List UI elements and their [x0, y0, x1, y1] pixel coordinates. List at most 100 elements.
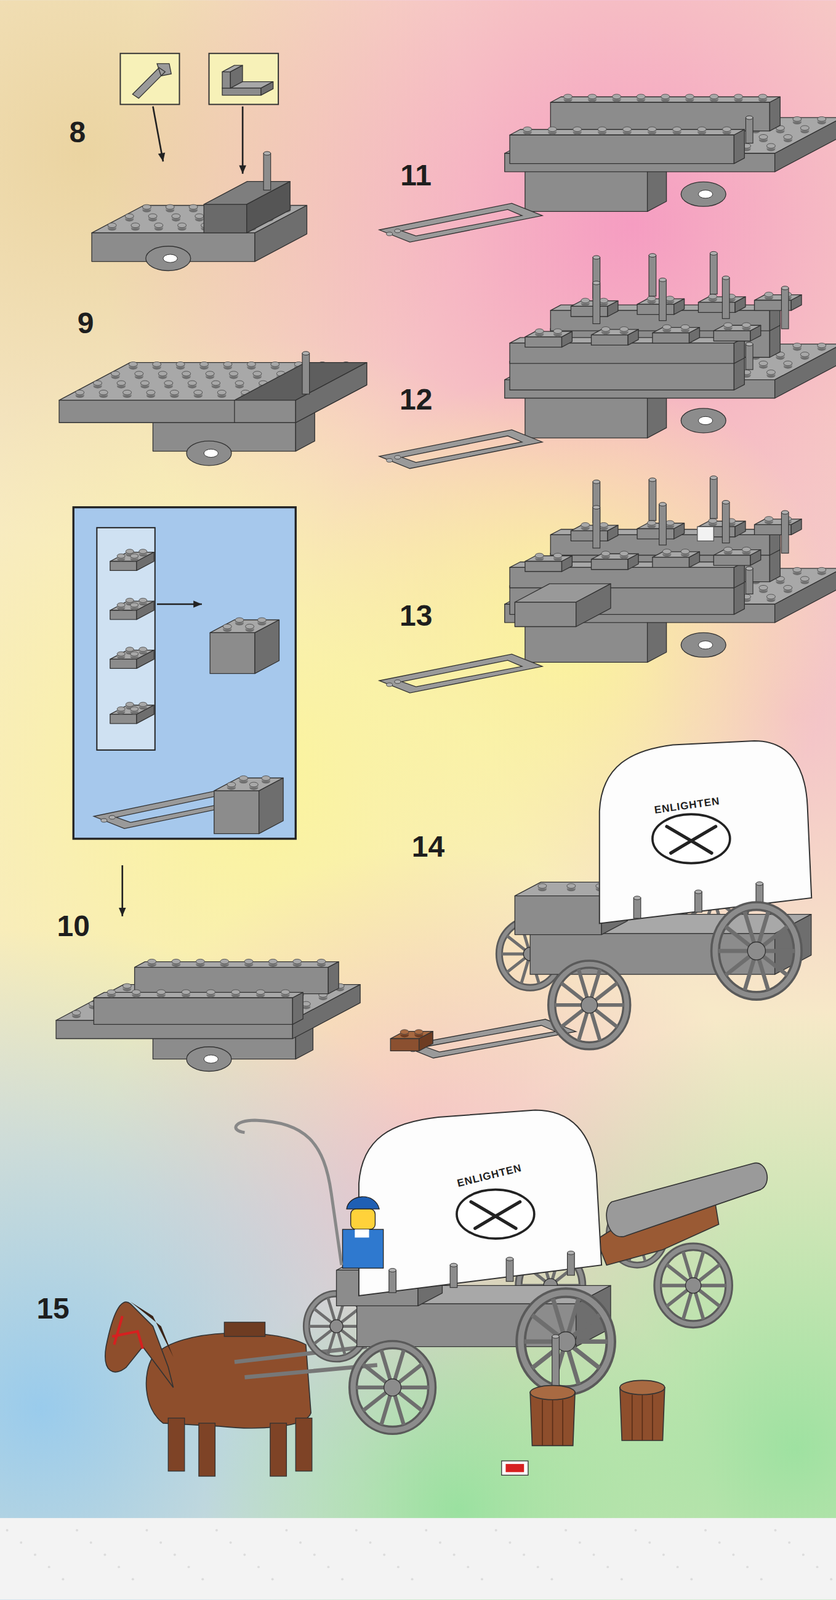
brick-face [93, 991, 303, 998]
stud [601, 550, 611, 556]
plate [186, 1046, 232, 1072]
stud [661, 94, 670, 100]
stud [99, 389, 108, 395]
brick-face [525, 395, 648, 439]
paper-texture [634, 1528, 638, 1532]
lego-brick [214, 775, 284, 834]
brick-face [689, 327, 700, 344]
barrel-stave [552, 1399, 554, 1446]
brick-face [254, 619, 279, 674]
stud [139, 597, 148, 603]
paper-texture [103, 1553, 106, 1556]
peg [781, 286, 789, 290]
stud [131, 989, 141, 995]
peg [648, 253, 657, 258]
brick-face [261, 81, 274, 96]
stud [100, 818, 108, 822]
cannon-barrel [606, 1162, 768, 1237]
stud [612, 94, 622, 100]
stud [188, 204, 198, 210]
barrel-body [530, 1391, 575, 1445]
paper-texture [271, 1577, 274, 1580]
paper-texture [508, 1540, 511, 1544]
brick-face [750, 325, 761, 342]
drawbar-frame [379, 653, 543, 693]
brick-face [509, 134, 734, 164]
peg [745, 115, 753, 120]
brick-face [550, 102, 770, 131]
peg [709, 475, 718, 480]
peg [263, 151, 271, 156]
stud [200, 361, 209, 367]
wagon-cover [599, 740, 812, 923]
crossed-sabres [666, 826, 716, 853]
horse-mane [130, 1301, 174, 1357]
plate-hole [163, 254, 178, 263]
wheel-hub [329, 1319, 343, 1333]
lego-brick [525, 328, 573, 348]
lego-art [56, 53, 836, 1476]
logo-oval [456, 1189, 535, 1238]
arrow-head [118, 907, 127, 917]
stud [239, 775, 249, 781]
peg [567, 1252, 575, 1275]
stud [680, 549, 690, 555]
wheel-rim [520, 1292, 611, 1391]
paper-texture [773, 1528, 777, 1532]
stud [708, 294, 718, 300]
stud [647, 296, 656, 302]
drawbar [379, 429, 543, 469]
peg [648, 477, 657, 482]
stud [581, 522, 590, 528]
minifig-torso [342, 1228, 383, 1268]
stud [122, 983, 132, 989]
stud [647, 126, 657, 132]
lego-brick [652, 324, 700, 343]
paper-texture [173, 1553, 177, 1556]
plate [145, 246, 191, 271]
stud [123, 389, 132, 395]
stud [253, 371, 262, 377]
brick-face [514, 602, 576, 627]
stud [758, 94, 768, 100]
paper-texture [299, 1540, 302, 1544]
parts-panel [96, 527, 155, 750]
logo-emblem [652, 813, 731, 863]
brick-face [627, 329, 639, 346]
stud [394, 455, 401, 460]
brick-face [713, 330, 751, 342]
stud [125, 597, 134, 603]
paper-texture [397, 1564, 400, 1568]
hole-plate [680, 632, 726, 657]
wheel-hub [581, 996, 598, 1013]
paper-texture [326, 1564, 330, 1568]
brick-face [110, 560, 137, 571]
stud [680, 324, 690, 330]
brick-face [59, 400, 296, 423]
paper-texture [802, 1553, 805, 1556]
stud [256, 989, 265, 995]
stud [75, 389, 85, 395]
stud [130, 651, 139, 656]
lego-brick [390, 1029, 433, 1051]
stud [245, 623, 255, 629]
stud [553, 328, 563, 334]
brick-face [607, 525, 619, 542]
arrow-head [193, 600, 202, 608]
lego-brick [698, 294, 746, 313]
lego-brick [93, 989, 303, 1024]
dynamite-box [501, 1460, 529, 1475]
stud [147, 958, 157, 964]
stud [534, 552, 544, 558]
stud [187, 380, 197, 386]
stud [709, 94, 719, 100]
stud [164, 380, 173, 386]
peg [389, 1267, 397, 1272]
stud [142, 204, 151, 210]
stud [116, 651, 125, 656]
wagon-wheel [520, 1292, 611, 1391]
stud [268, 958, 278, 964]
stud [636, 94, 646, 100]
stud [800, 125, 809, 131]
